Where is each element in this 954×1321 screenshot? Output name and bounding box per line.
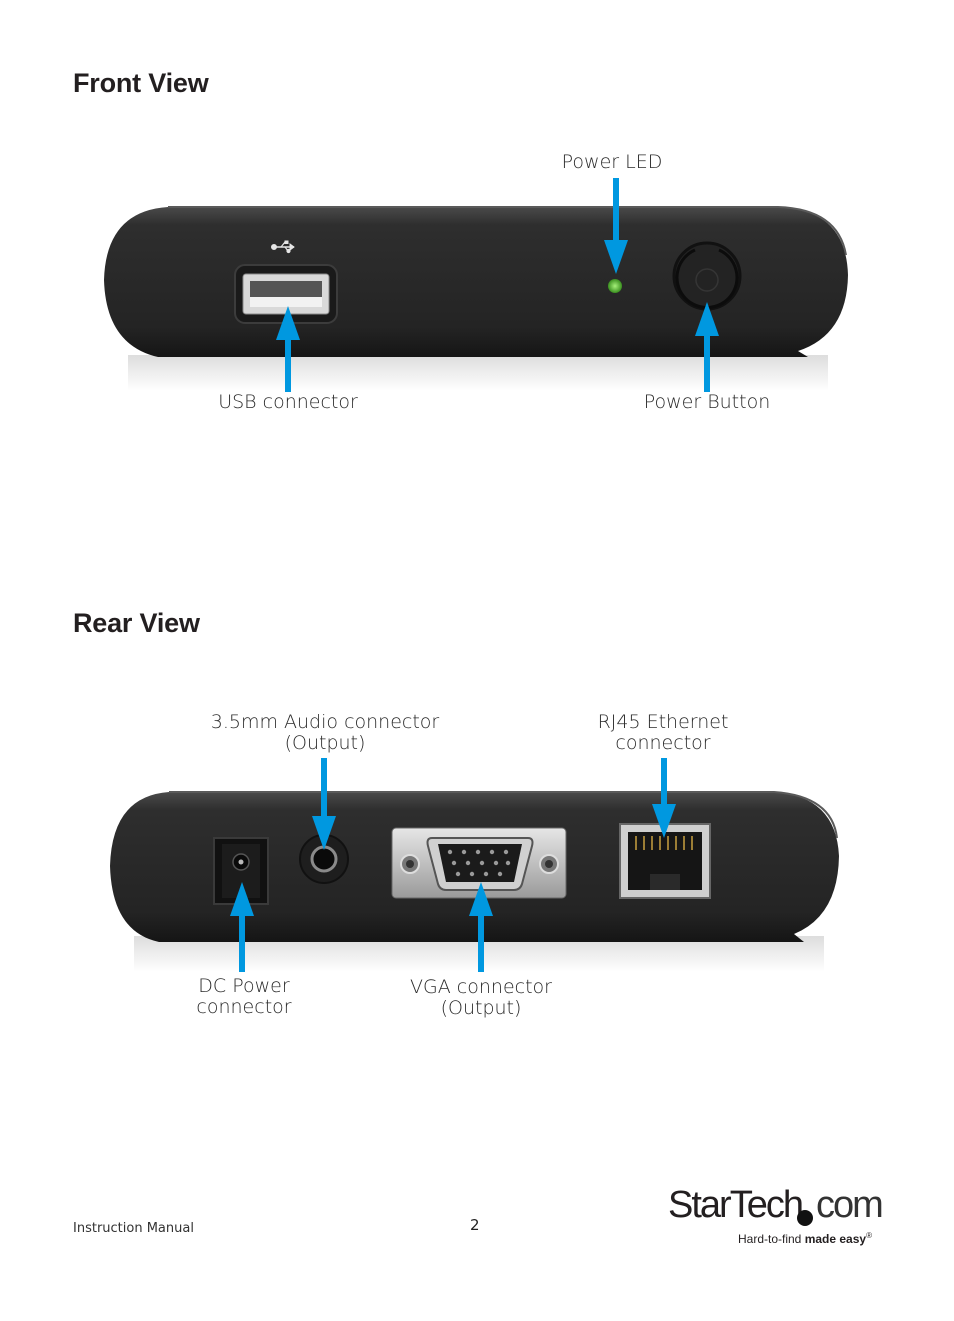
rj45-connector-arrow (652, 758, 676, 838)
front-device-image (104, 206, 848, 391)
dc-power-label-line2: connector (196, 996, 292, 1018)
page-number: 2 (470, 1216, 480, 1234)
tagline-bold: made easy (804, 1232, 867, 1246)
rear-view-heading: Rear View (73, 608, 200, 638)
audio-connector-label-line2: (Output) (284, 732, 366, 754)
vga-connector-label-line1: VGA connector (410, 976, 552, 998)
power-led-light (608, 279, 622, 293)
front-view-heading: Front View (73, 68, 209, 98)
vga-connector-arrow (469, 882, 493, 972)
logo-com-text: com (815, 1184, 884, 1226)
power-led-arrow (604, 178, 628, 274)
audio-connector-label-line1: 3.5mm Audio connector (210, 711, 440, 733)
logo-tagline: Hard-to-find made easy® (738, 1231, 872, 1246)
tagline-plain: Hard-to-find (738, 1232, 802, 1246)
usb-icon (271, 240, 295, 254)
dc-power-arrow (230, 882, 254, 972)
startech-logo: StarTech com (668, 1184, 884, 1227)
logo-startech-text: StarTech (668, 1184, 804, 1226)
vga-connector-label: VGA connector (Output) (396, 977, 566, 1019)
audio-connector-label: 3.5mm Audio connector (Output) (195, 712, 455, 754)
usb-connector-arrow (276, 306, 300, 392)
rj45-connector-label-line1: RJ45 Ethernet (597, 711, 729, 733)
power-led-label: Power LED (561, 151, 663, 173)
power-icon (672, 241, 742, 311)
rj45-connector-label: RJ45 Ethernet connector (583, 712, 743, 754)
tagline-registered-mark: ® (866, 1231, 872, 1240)
logo-dot-icon (797, 1210, 813, 1226)
usb-connector-label: USB connector (218, 391, 358, 413)
dc-power-label-line1: DC Power (198, 975, 290, 997)
audio-connector-arrow (312, 758, 336, 850)
footer-manual-title: Instruction Manual (73, 1221, 194, 1236)
rj45-connector-label-line2: connector (615, 732, 711, 754)
vga-connector-label-line2: (Output) (440, 997, 522, 1019)
power-button-label: Power Button (643, 391, 771, 413)
dc-power-label: DC Power connector (174, 976, 314, 1018)
power-button-arrow (695, 302, 719, 392)
